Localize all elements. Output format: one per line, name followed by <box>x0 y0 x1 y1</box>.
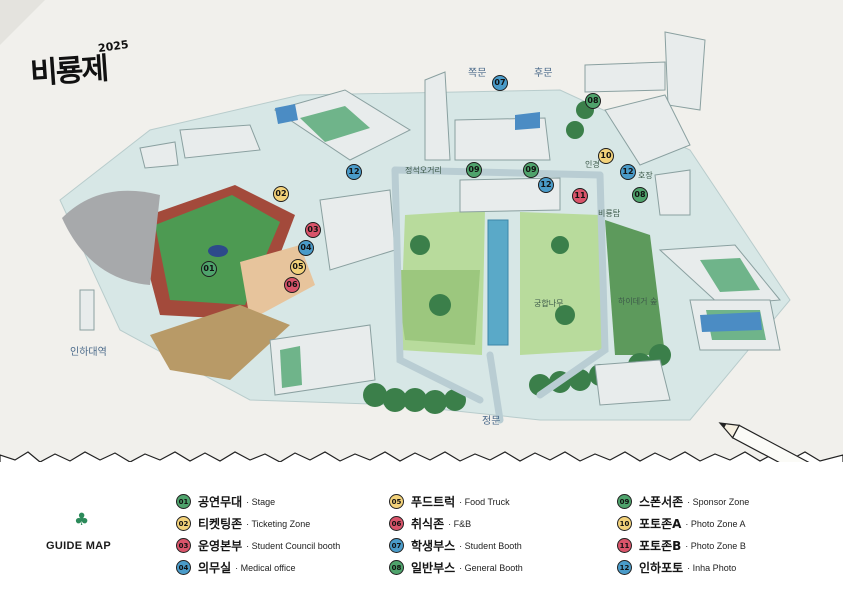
map-label-main-gate: 정문 <box>482 416 501 427</box>
legend-label-en: · Ticketing Zone <box>246 518 311 529</box>
legend-label-en: · Medical office <box>235 562 296 573</box>
central-lawn-right <box>520 212 605 355</box>
legend-item: 10 포토존A · Photo Zone A <box>617 515 745 532</box>
legend-badge: 08 <box>389 560 404 575</box>
legend-label-ko: 티켓팅존 <box>198 517 243 531</box>
legend-label-ko: 학생부스 <box>411 539 456 553</box>
legend-badge: 03 <box>176 538 191 553</box>
legend-item: 03 운영본부 · Student Council booth <box>176 537 340 554</box>
folded-corner <box>0 0 45 45</box>
map-label-biryong-tower: 비룡탑 <box>598 209 621 218</box>
map-pin-stage[interactable]: 01 <box>201 261 217 277</box>
legend-badge: 10 <box>617 516 632 531</box>
festival-logo: 비룡제 <box>29 51 109 92</box>
map-label-east-gate: 쪽문 <box>468 68 487 79</box>
legend-badge: 01 <box>176 494 191 509</box>
legend-badge: 07 <box>389 538 404 553</box>
legend-label-en: · Photo Zone B <box>685 540 746 551</box>
legend-label-ko: 의무실 <box>198 561 232 575</box>
legend-label-ko: 일반부스 <box>411 561 456 575</box>
legend-label-en: · Student Booth <box>459 540 522 551</box>
map-pin-sponsor[interactable]: 09 <box>466 162 482 178</box>
map-label-tree: 궁합나무 <box>534 299 564 308</box>
legend-item: 09 스폰서존 · Sponsor Zone <box>617 493 749 510</box>
legend-label-en: · General Booth <box>459 562 523 573</box>
legend-badge: 04 <box>176 560 191 575</box>
legend-badge: 06 <box>389 516 404 531</box>
legend-label-en: · Stage <box>246 496 276 507</box>
map-label-crossroad: 정석오거리 <box>405 166 442 175</box>
legend-label-ko: 인하포토 <box>639 561 684 575</box>
roads <box>391 166 609 424</box>
legend-badge: 09 <box>617 494 632 509</box>
map-pin-inha-photo[interactable]: 12 <box>538 177 554 193</box>
forest-strip <box>605 220 665 355</box>
map-pin-inha-photo[interactable]: 12 <box>346 164 362 180</box>
map-label-forest: 하이데거 숲 <box>618 297 658 306</box>
map-pin-council[interactable]: 03 <box>305 222 321 238</box>
legend-label-en: · Inha Photo <box>687 562 737 573</box>
legend-item: 01 공연무대 · Stage <box>176 493 275 510</box>
map-label-back-gate: 후문 <box>534 68 553 79</box>
legend-label-en: · Photo Zone A <box>685 518 746 529</box>
legend-badge: 11 <box>617 538 632 553</box>
legend-badge: 12 <box>617 560 632 575</box>
legend-item: 07 학생부스 · Student Booth <box>389 537 522 554</box>
map-pin-general-booth[interactable]: 08 <box>585 93 601 109</box>
map-pin-ticketing[interactable]: 02 <box>273 186 289 202</box>
legend-item: 08 일반부스 · General Booth <box>389 559 523 576</box>
legend-item: 04 의무실 · Medical office <box>176 559 295 576</box>
map-pin-medical[interactable]: 04 <box>298 240 314 256</box>
map-label-station: 인하대역 <box>70 347 107 358</box>
map-pin-sponsor[interactable]: 09 <box>523 162 539 178</box>
map-pin-photo-b[interactable]: 11 <box>572 188 588 204</box>
legend-label-ko: 취식존 <box>411 517 445 531</box>
pond <box>487 219 509 346</box>
legend-label-en: · Sponsor Zone <box>687 496 750 507</box>
map-pin-photo-a[interactable]: 10 <box>598 148 614 164</box>
legend-label-en: · F&B <box>448 518 472 529</box>
map-pin-student-booth[interactable]: 07 <box>492 75 508 91</box>
legend-item: 02 티켓팅존 · Ticketing Zone <box>176 515 310 532</box>
field-emblem <box>208 245 228 257</box>
legend-item: 11 포토존B · Photo Zone B <box>617 537 746 554</box>
campus-illustration <box>0 0 843 470</box>
legend-label-ko: 포토존B <box>639 539 682 553</box>
map-pin-general-booth[interactable]: 08 <box>632 187 648 203</box>
legend-panel: ♣ GUIDE MAP 01 공연무대 · Stage 02 티켓팅존 · Ti… <box>0 462 843 596</box>
legend-item: 06 취식존 · F&B <box>389 515 471 532</box>
legend-badge: 05 <box>389 494 404 509</box>
legend-label-ko: 공연무대 <box>198 495 243 509</box>
legend-title: GUIDE MAP <box>46 540 112 552</box>
legend-label-en: · Food Truck <box>459 496 510 507</box>
map-pin-fnb[interactable]: 06 <box>284 277 300 293</box>
legend-label-ko: 푸드트럭 <box>411 495 456 509</box>
legend-label-ko: 스폰서존 <box>639 495 684 509</box>
legend-item: 12 인하포토 · Inha Photo <box>617 559 736 576</box>
legend-label-ko: 포토존A <box>639 517 682 531</box>
legend-label-ko: 운영본부 <box>198 539 243 553</box>
legend-label-en: · Student Council booth <box>246 540 341 551</box>
clover-icon: ♣ <box>74 510 90 530</box>
blue-roofs <box>275 104 762 332</box>
plaza <box>150 305 290 380</box>
map-pin-inha-photo[interactable]: 12 <box>620 164 636 180</box>
map-label-hojang: 호장 <box>638 171 653 180</box>
parking-lot <box>62 190 160 285</box>
map-label-ingyeong: 인경 <box>585 160 600 169</box>
pencil-illustration <box>718 422 843 470</box>
legend-item: 05 푸드트럭 · Food Truck <box>389 493 510 510</box>
legend-badge: 02 <box>176 516 191 531</box>
map-pin-food-truck[interactable]: 05 <box>290 259 306 275</box>
